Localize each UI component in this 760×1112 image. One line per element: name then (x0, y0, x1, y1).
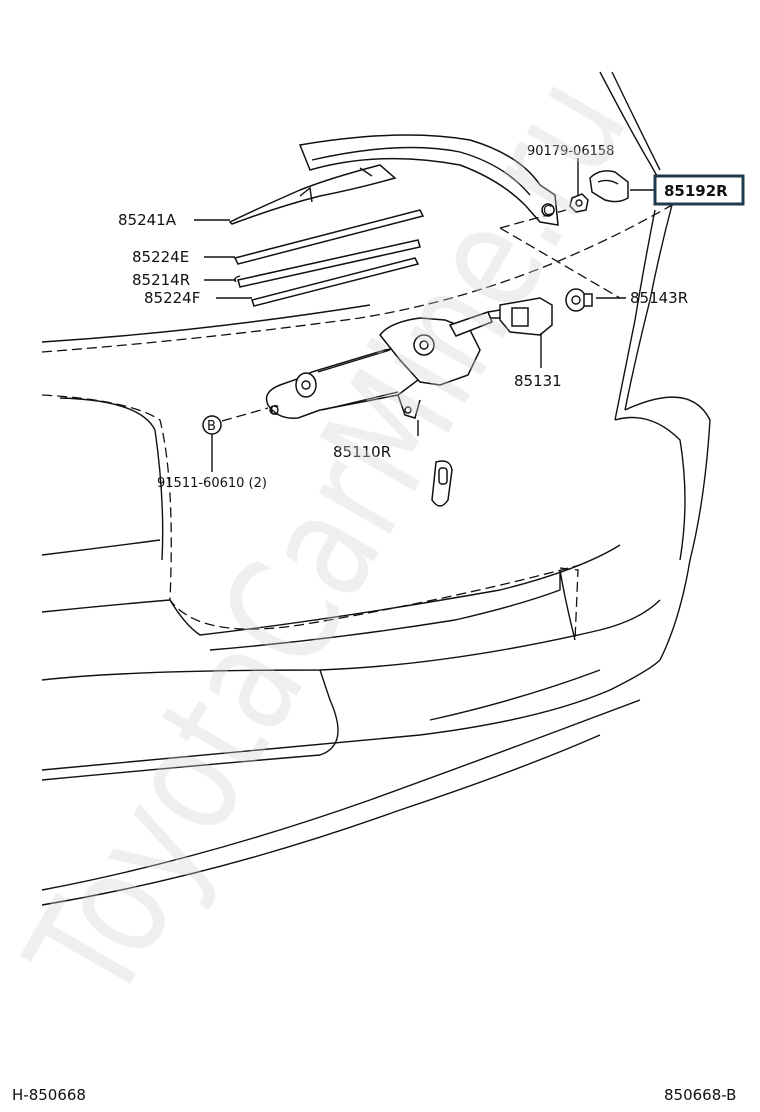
watermark: ToyotaCarMine.ru (0, 49, 661, 1029)
label-blade-f[interactable]: 85224F (144, 289, 200, 307)
marker-c-motor: C (270, 404, 279, 419)
label-motor[interactable]: 85110R (333, 443, 391, 461)
part-labels: 85241A 85224E 85214R 85224F 90179-06158 … (118, 144, 745, 491)
leader-lines (194, 158, 655, 472)
footer-right-code: 850668-B (664, 1086, 736, 1104)
marker-c-arm: C (543, 204, 552, 219)
motor-graphic (265, 311, 493, 419)
cap-graphic (589, 170, 629, 203)
nut-graphic (569, 193, 589, 213)
bracket-graphic (487, 297, 553, 336)
label-cap-highlighted[interactable]: 85192R (664, 182, 728, 200)
label-refill[interactable]: 85214R (132, 271, 190, 289)
wiper-arm-graphic (228, 134, 559, 226)
footer-left-code: H-850668 (12, 1086, 86, 1104)
bolt-marker-letter: B (207, 419, 216, 434)
blade-strips-graphic (233, 209, 425, 307)
label-nut[interactable]: 90179-06158 (527, 144, 614, 159)
label-bolt[interactable]: 91511-60610 (2) (157, 476, 267, 491)
highlight-box (653, 174, 745, 206)
label-wiper-arm[interactable]: 85241A (118, 211, 177, 229)
vehicle-body-outline (41, 71, 711, 906)
grommet-graphic (565, 288, 593, 312)
label-grommet[interactable]: 85143R (630, 289, 688, 307)
label-bracket[interactable]: 85131 (514, 372, 562, 390)
label-blade-e[interactable]: 85224E (132, 248, 189, 266)
